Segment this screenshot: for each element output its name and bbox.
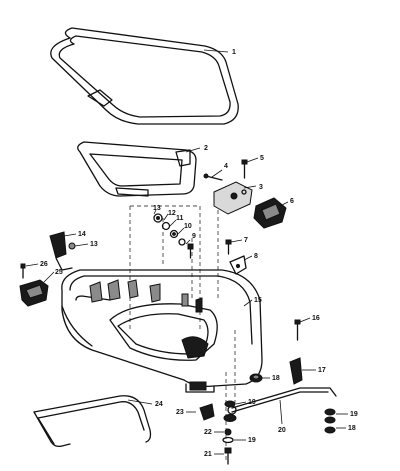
callout-16: 16 — [312, 315, 320, 322]
callout-2: 2 — [204, 145, 208, 152]
callout-1: 1 — [232, 49, 236, 56]
callout-15: 15 — [254, 297, 262, 304]
callout-25: 25 — [55, 269, 63, 276]
callout-18-right: 18 — [348, 425, 356, 432]
part-25-cap — [19, 279, 49, 307]
callout-19-middle: 19 — [248, 399, 256, 406]
callout-labels: 1 2 3 4 5 6 7 8 9 10 11 12 13 14 13 26 2… — [40, 49, 358, 458]
callout-20: 20 — [278, 427, 286, 434]
part-24-hose — [33, 395, 152, 448]
part-1-seal-ring — [50, 27, 239, 125]
callout-22: 22 — [204, 429, 212, 436]
part-6-latch — [253, 197, 287, 229]
assembly-guide-lines — [129, 205, 236, 460]
callout-10: 10 — [184, 223, 192, 230]
callout-5: 5 — [260, 155, 264, 162]
callout-4: 4 — [224, 163, 228, 170]
callout-7: 7 — [244, 237, 248, 244]
part-23-block — [199, 403, 215, 421]
part-26-screw — [20, 263, 26, 279]
part-3-bracket-plate — [213, 181, 253, 215]
callout-9: 9 — [192, 233, 196, 240]
callout-17: 17 — [318, 367, 326, 374]
part-7-screw — [225, 239, 232, 255]
part-16-screw — [294, 319, 301, 341]
callout-19-right: 19 — [350, 411, 358, 418]
callout-21: 21 — [204, 451, 212, 458]
washer-stack-right — [324, 408, 336, 434]
part-17-tab — [289, 357, 303, 385]
part-2-gasket-frame — [77, 141, 197, 197]
callout-24: 24 — [155, 401, 163, 408]
part-15-cowl-pan — [61, 269, 263, 393]
callout-12: 12 — [168, 210, 176, 217]
callout-19-lower: 19 — [248, 437, 256, 444]
callout-13-upper: 13 — [153, 205, 161, 212]
callout-23: 23 — [176, 409, 184, 416]
leader-lines — [25, 49, 348, 455]
part-14-hinge-bracket — [49, 231, 73, 271]
callout-3: 3 — [259, 184, 263, 191]
fastener-stack — [153, 213, 194, 259]
part-5-screw — [241, 159, 248, 179]
part-20-rod — [227, 387, 337, 415]
callout-18-upper: 18 — [272, 375, 280, 382]
part-8-clip — [229, 255, 247, 275]
callout-8: 8 — [254, 253, 258, 260]
washer-stack-lower — [222, 400, 237, 465]
callout-26: 26 — [40, 261, 48, 268]
part-4-pin — [203, 173, 223, 181]
callout-14: 14 — [78, 231, 86, 238]
part-13-nut-left — [68, 242, 76, 250]
callout-6: 6 — [290, 198, 294, 205]
part-18-grommet-upper — [249, 373, 263, 383]
callout-13-left: 13 — [90, 241, 98, 248]
callout-11: 11 — [176, 215, 184, 222]
